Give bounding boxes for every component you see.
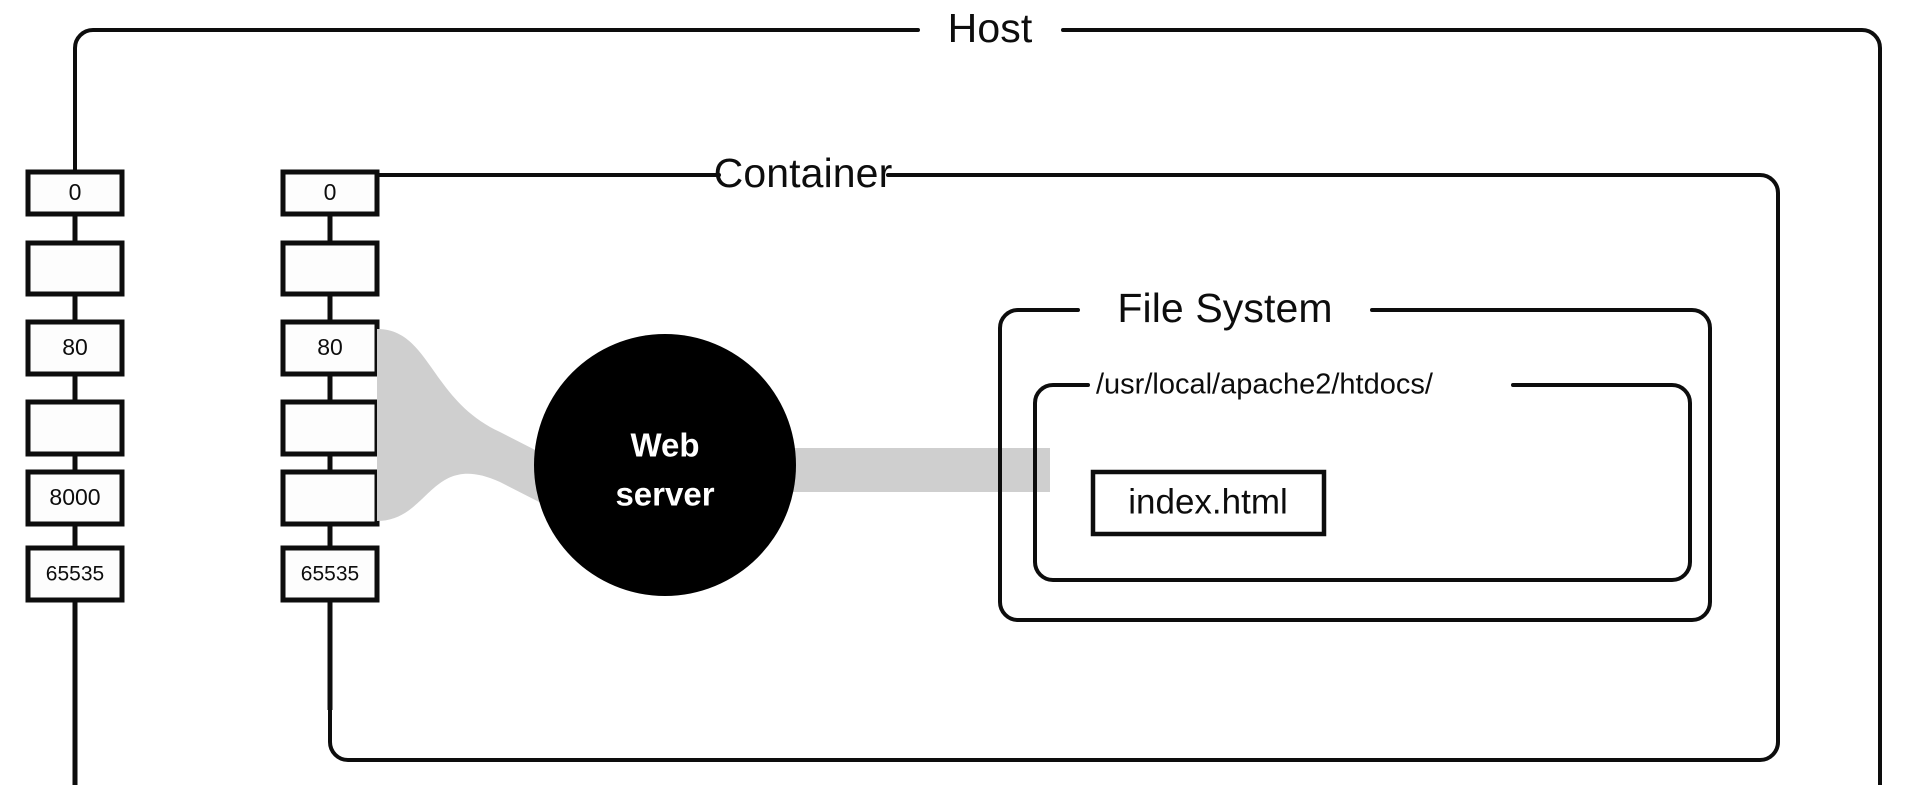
container-port-3[interactable]	[280, 399, 380, 457]
container-title: Container	[714, 150, 893, 196]
container-port-0-label: 0	[324, 179, 337, 205]
container-port-65535[interactable]: 65535	[280, 545, 380, 603]
host-port-0-label: 0	[69, 179, 82, 205]
host-port-65535-label: 65535	[46, 563, 104, 586]
host-port-8000[interactable]: 8000	[25, 469, 125, 527]
htdocs-path-frame	[1033, 383, 1692, 582]
web-server-label-line2: server	[615, 476, 714, 513]
index-html-file[interactable]: index.html	[1090, 469, 1327, 537]
host-port-80[interactable]: 80	[25, 319, 125, 377]
host-frame	[73, 28, 1882, 785]
host-port-65535[interactable]: 65535	[25, 545, 125, 603]
container-port-ladder: 0 80 65535	[280, 169, 380, 710]
host-port-80-label: 80	[62, 334, 88, 360]
web-server-label-line1: Web	[630, 427, 699, 464]
container-port-80[interactable]: 80	[280, 319, 380, 377]
index-html-label: index.html	[1128, 482, 1288, 521]
file-system-title: File System	[1117, 285, 1332, 331]
host-title: Host	[948, 5, 1033, 51]
host-port-3[interactable]	[25, 399, 125, 457]
htdocs-path-label: /usr/local/apache2/htdocs/	[1096, 369, 1434, 401]
container-port-80-label: 80	[317, 334, 343, 360]
host-port-0[interactable]: 0	[25, 169, 125, 217]
web-server-node[interactable]: Web server	[534, 334, 796, 596]
ribbon-webserver-to-filesystem	[760, 448, 1050, 492]
host-port-8000-label: 8000	[49, 484, 100, 510]
file-system-frame	[998, 308, 1712, 622]
ribbon-port80-to-webserver	[377, 329, 545, 521]
container-port-4[interactable]	[280, 469, 380, 527]
container-port-65535-label: 65535	[301, 563, 359, 586]
container-port-0[interactable]: 0	[280, 169, 380, 217]
container-port-1[interactable]	[280, 240, 380, 297]
host-port-ladder: 0 80 8000 65535	[25, 169, 125, 785]
host-port-1[interactable]	[25, 240, 125, 297]
